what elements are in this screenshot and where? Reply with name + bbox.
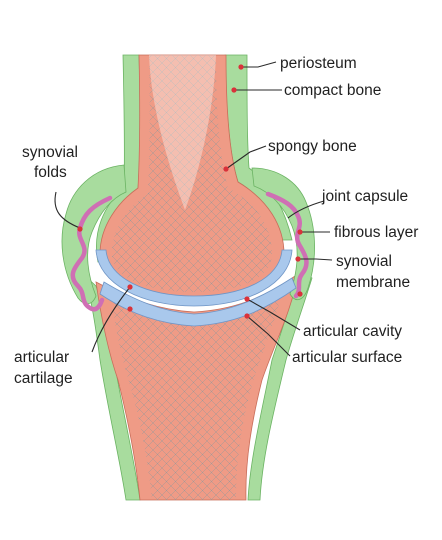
leader-spongy-bone <box>225 145 267 170</box>
leader-articular-cartilage <box>91 286 131 353</box>
lower-spongy-bone <box>112 292 282 500</box>
label-periosteum: periosteum <box>280 55 357 72</box>
upper-bone <box>96 54 293 304</box>
synovial-membrane-right <box>265 191 309 299</box>
label-spongy-bone: spongy bone <box>268 138 357 155</box>
label-synovial-membrane-line2: membrane <box>336 274 410 291</box>
label-articular-surface: articular surface <box>292 349 402 366</box>
upper-spongy-bone <box>112 55 272 292</box>
dot-articular-cavity-right <box>244 296 250 302</box>
label-articular-cartilage-line2: cartilage <box>14 370 73 387</box>
marker-dots <box>77 64 303 319</box>
dot-periosteum <box>238 64 244 70</box>
label-compact-bone: compact bone <box>284 82 381 99</box>
labels: periosteum compact bone spongy bone syno… <box>14 55 418 387</box>
label-articular-cartilage-line1: articular <box>14 349 69 366</box>
dot-compact-bone <box>231 87 237 93</box>
label-fibrous-layer: fibrous layer <box>334 224 418 241</box>
lower-bone <box>83 269 313 501</box>
dot-spongy-bone <box>223 166 229 172</box>
leader-synovial-folds <box>54 191 81 229</box>
dot-fibrous-layer <box>297 229 303 235</box>
label-synovial-folds-line2: folds <box>34 164 67 181</box>
dot-articular-surface-right <box>244 313 250 319</box>
dot-articular-cavity-left <box>127 284 133 290</box>
leader-synovial-membrane <box>298 258 333 261</box>
leader-joint-capsule <box>287 200 325 219</box>
leader-articular-surface <box>246 315 291 357</box>
label-synovial-folds-line1: synovial <box>22 144 78 161</box>
leader-periosteum <box>241 61 277 68</box>
leader-articular-cavity <box>246 298 301 331</box>
synovial-membrane-left <box>70 195 113 312</box>
dot-synovial-membrane <box>295 256 301 262</box>
lower-periosteum-right <box>247 269 313 501</box>
label-articular-cavity: articular cavity <box>303 323 402 340</box>
synovial-membrane <box>70 191 309 312</box>
dot-synovial-folds <box>77 226 83 232</box>
leader-lines <box>54 61 333 357</box>
label-synovial-membrane-line1: synovial <box>336 253 392 270</box>
joint-capsule-right <box>251 167 315 301</box>
dot-articular-surface-left <box>127 306 133 312</box>
upper-cartilage <box>95 249 293 307</box>
dot-lower-periosteum <box>297 291 303 297</box>
label-joint-capsule: joint capsule <box>321 188 408 205</box>
